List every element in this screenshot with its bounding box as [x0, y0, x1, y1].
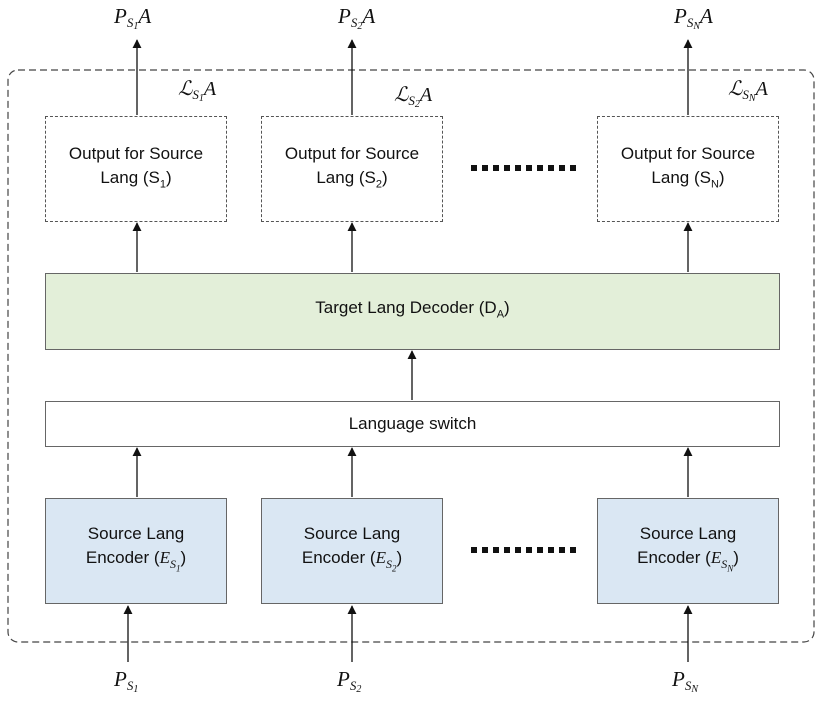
loss-label-1: ℒS1A	[178, 78, 217, 104]
decoder-box: Target Lang Decoder (DA)	[45, 273, 780, 350]
input-prob-label-n: PSN	[672, 667, 698, 695]
output-prob-label-n: PSNA	[674, 4, 713, 32]
output-box-1: Output for Source Lang (S1)	[45, 116, 227, 222]
encoder-box-2: Source Lang Encoder (ES2)	[261, 498, 443, 604]
encoder-box-n: Source Lang Encoder (ESN)	[597, 498, 779, 604]
output-prob-label-2: PS2A	[338, 4, 376, 32]
loss-label-2: ℒS2A	[394, 84, 433, 110]
language-switch-box: Language switch	[45, 401, 780, 447]
input-prob-label-2: PS2	[337, 667, 362, 695]
output-box-2: Output for Source Lang (S2)	[261, 116, 443, 222]
input-prob-label-1: PS1	[114, 667, 139, 695]
system-boundary	[7, 69, 815, 643]
encoder-box-1: Source Lang Encoder (ES1)	[45, 498, 227, 604]
ellipsis-outputs	[471, 165, 576, 171]
ellipsis-encoders	[471, 547, 576, 553]
loss-label-n: ℒSNA	[728, 78, 768, 104]
output-box-n: Output for Source Lang (SN)	[597, 116, 779, 222]
output-prob-label-1: PS1A	[114, 4, 152, 32]
